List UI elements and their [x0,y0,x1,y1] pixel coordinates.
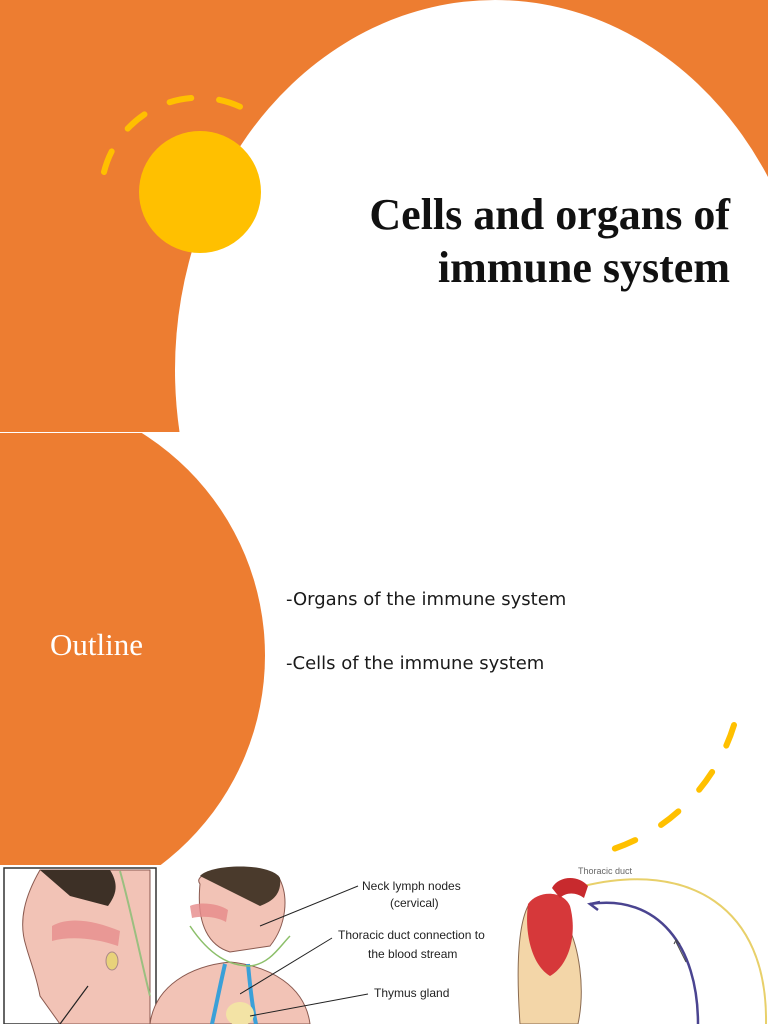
dashed-arc-decoration [597,722,737,856]
title-slide: Cells and organs of immune system [0,0,768,432]
organs-slide: Neck lymph nodes (cervical) Thoracic duc… [0,866,768,1024]
heart-thoracic-duct-illustration [517,877,768,1024]
head-profile-illustration [3,867,157,1024]
slide-title: Cells and organs of immune system [369,190,730,292]
sun-circle-icon [139,131,261,253]
label-thoracic-duct: Thoracic duct [578,866,633,876]
outline-slide: Outline -Organs of the immune system -Ce… [0,433,768,865]
callout-lines [240,885,369,1017]
label-neck-lymph-nodes: Neck lymph nodes (cervical) [362,879,461,910]
list-item: -Organs of the immune system [286,589,567,610]
lymphatic-torso-illustration [149,866,311,1024]
list-item: -Cells of the immune system [286,653,545,674]
dashed-arc-decoration [101,94,253,175]
outline-list: -Organs of the immune system -Cells of t… [286,583,566,711]
label-thoracic-connection: Thoracic duct connection to the blood st… [338,928,485,961]
outline-heading: Outline [50,627,143,662]
label-thymus-gland: Thymus gland [374,986,450,1000]
